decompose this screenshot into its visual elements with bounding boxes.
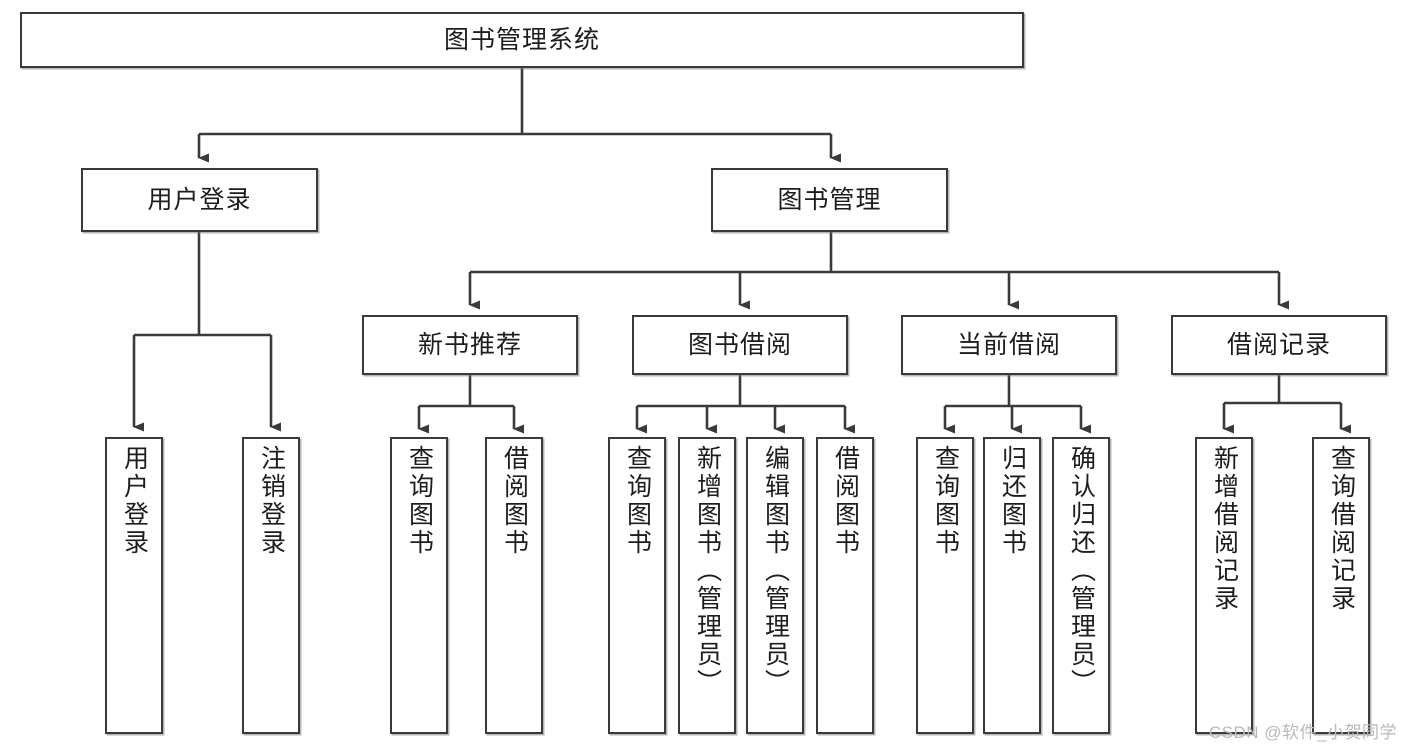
node-leaf-query-borrow-record[interactable]: 查询借阅记录 (1312, 437, 1370, 734)
node-current-borrow[interactable]: 当前借阅 (901, 315, 1117, 375)
node-label: 确认归还（管理员） (1067, 445, 1096, 697)
node-leaf-query-book-current[interactable]: 查询图书 (916, 437, 974, 734)
node-label: 图书借阅 (687, 330, 792, 359)
node-label: 借阅图书 (500, 445, 529, 557)
node-label: 当前借阅 (956, 330, 1061, 359)
node-label: 归还图书 (998, 445, 1027, 557)
csdn-watermark: CSDN @软件_小贺同学 (1208, 723, 1397, 742)
node-new-book-recommend[interactable]: 新书推荐 (362, 315, 578, 375)
node-leaf-add-borrow-record[interactable]: 新增借阅记录 (1195, 437, 1253, 734)
node-book-borrow[interactable]: 图书借阅 (632, 315, 848, 375)
node-leaf-query-book-recommend[interactable]: 查询图书 (390, 437, 448, 734)
node-label: 查询借阅记录 (1327, 445, 1356, 613)
node-root-book-management-system[interactable]: 图书管理系统 (20, 12, 1024, 68)
node-leaf-return-book[interactable]: 归还图书 (983, 437, 1041, 734)
node-label: 编辑图书（管理员） (761, 445, 790, 697)
node-label: 新增图书（管理员） (693, 445, 722, 697)
node-label: 查询图书 (405, 445, 434, 557)
node-label: 用户登录 (147, 185, 252, 214)
node-label: 新增借阅记录 (1210, 445, 1239, 613)
node-book-management[interactable]: 图书管理 (711, 168, 948, 232)
node-label: 新书推荐 (417, 330, 522, 359)
node-leaf-add-book-admin[interactable]: 新增图书（管理员） (678, 437, 736, 734)
node-label: 借阅记录 (1226, 330, 1331, 359)
node-borrow-record[interactable]: 借阅记录 (1171, 315, 1387, 375)
node-label: 查询图书 (623, 445, 652, 557)
node-leaf-edit-book-admin[interactable]: 编辑图书（管理员） (746, 437, 804, 734)
node-leaf-borrow-book[interactable]: 借阅图书 (816, 437, 874, 734)
node-label: 注销登录 (257, 445, 286, 557)
node-label: 用户登录 (120, 445, 149, 557)
node-label: 查询图书 (931, 445, 960, 557)
node-label: 图书管理系统 (443, 25, 600, 54)
node-label: 图书管理 (777, 185, 882, 214)
node-user-login[interactable]: 用户登录 (81, 168, 318, 232)
node-leaf-logout-login[interactable]: 注销登录 (242, 437, 300, 734)
node-leaf-query-book-borrow[interactable]: 查询图书 (608, 437, 666, 734)
node-leaf-borrow-book-recommend[interactable]: 借阅图书 (485, 437, 543, 734)
node-leaf-user-login[interactable]: 用户登录 (105, 437, 163, 734)
node-label: 借阅图书 (831, 445, 860, 557)
node-leaf-confirm-return-admin[interactable]: 确认归还（管理员） (1052, 437, 1110, 734)
